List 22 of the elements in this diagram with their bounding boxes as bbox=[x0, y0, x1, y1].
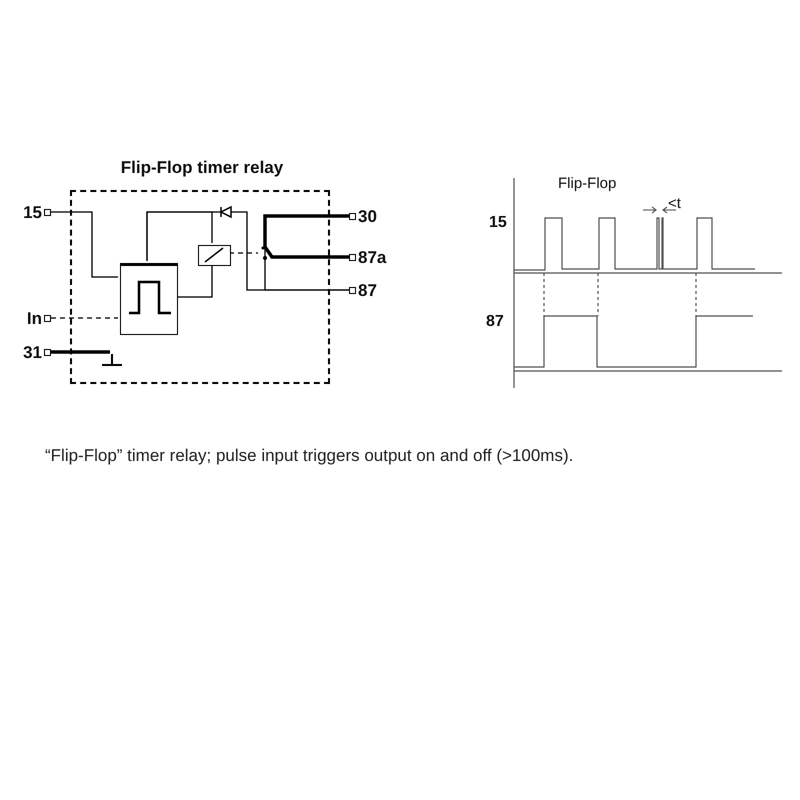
terminal-label: 31 bbox=[23, 344, 42, 360]
chart-title: Flip-Flop bbox=[558, 175, 616, 192]
terminal-label: 87 bbox=[358, 282, 377, 298]
relay-coil bbox=[198, 245, 231, 266]
dimension-label: <t bbox=[668, 195, 681, 212]
signal-label: 15 bbox=[489, 214, 507, 232]
wire bbox=[263, 214, 349, 259]
terminal-label: 15 bbox=[23, 204, 42, 220]
ground-symbol bbox=[100, 354, 124, 366]
caption: “Flip-Flop” timer relay; pulse input triggers output on and off (>100ms). bbox=[45, 446, 574, 466]
terminal-label: In bbox=[26, 310, 42, 326]
relay-title: Flip-Flop timer relay bbox=[120, 158, 284, 178]
wire bbox=[176, 264, 213, 298]
dashed-wire bbox=[51, 317, 118, 319]
pulse-timer-block bbox=[120, 263, 178, 335]
wire bbox=[51, 350, 112, 354]
terminal-label: 30 bbox=[358, 208, 377, 224]
terminal-label: 87a bbox=[358, 248, 386, 266]
wire bbox=[51, 211, 118, 278]
dashed-wire bbox=[229, 252, 258, 254]
wire bbox=[146, 211, 213, 261]
signal-label: 87 bbox=[486, 313, 504, 331]
